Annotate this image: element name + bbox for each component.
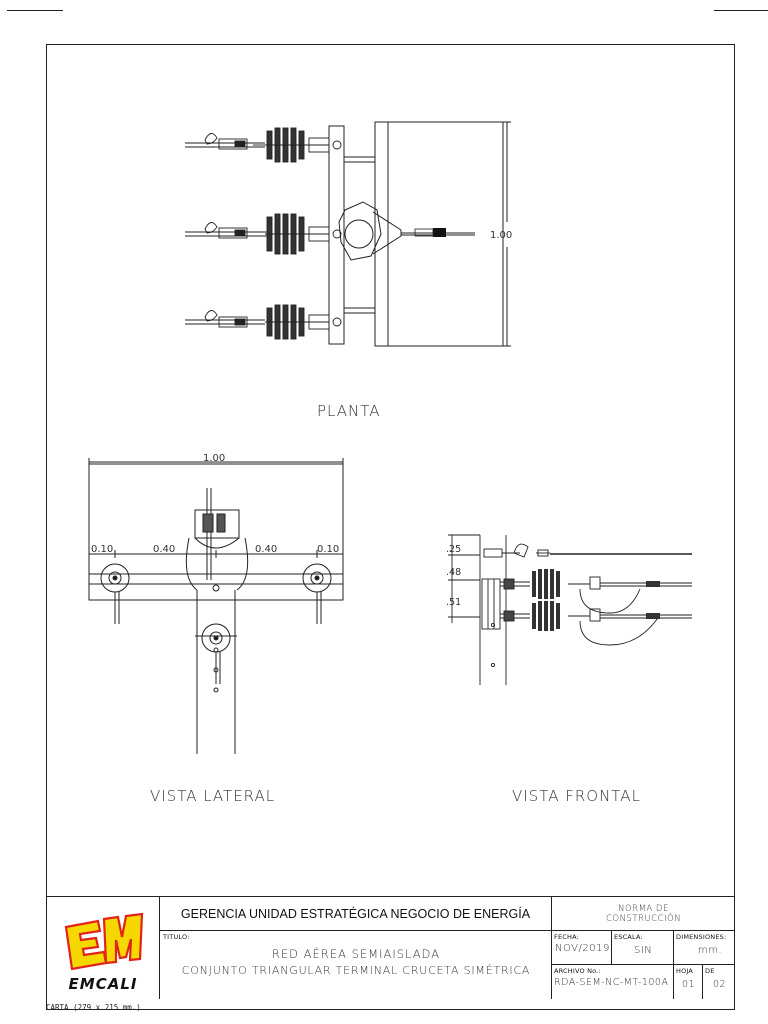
- fecha-label: FECHA:: [554, 933, 579, 941]
- norma-cell: NORMA DE CONSTRUCCIÓN: [552, 897, 735, 931]
- frontal-dim-bottom: .51: [446, 597, 461, 608]
- titulo-label: TITULO:: [163, 933, 190, 941]
- emcali-logo: EMCALI: [64, 912, 144, 993]
- dimensiones-cell: DIMENSIONES: mm.: [674, 931, 735, 965]
- vista-lateral-title: VISTA LATERAL: [150, 787, 276, 805]
- carta-size-note: CARTA (279 x 215 mm.): [46, 1003, 141, 1012]
- vista-lateral-drawing: 1.00 0.10 0.40 0.40 0.10: [88, 453, 344, 754]
- lateral-dim-right-span: 0.40: [255, 544, 277, 555]
- dimensiones-value: mm.: [698, 945, 723, 956]
- logo-cell: EMCALI: [46, 897, 160, 999]
- trim-mark-right: [714, 10, 768, 11]
- frontal-dim-mid: .48: [446, 567, 461, 578]
- lateral-dim-right-edge: 0.10: [317, 544, 339, 555]
- planta-dimension: 1.00: [490, 230, 512, 241]
- dimensiones-label: DIMENSIONES:: [676, 933, 727, 941]
- hoja-label: HOJA: [676, 967, 694, 975]
- lateral-dim-left-span: 0.40: [153, 544, 175, 555]
- lateral-dim-left-edge: 0.10: [91, 544, 113, 555]
- archivo-label: ARCHIVO No.:: [554, 967, 601, 975]
- gerencia-cell: GERENCIA UNIDAD ESTRATÉGICA NEGOCIO DE E…: [160, 897, 552, 931]
- vista-frontal-title: VISTA FRONTAL: [512, 787, 641, 805]
- hoja-cell: HOJA 01: [674, 965, 703, 999]
- norma-line2: CONSTRUCCIÓN: [605, 913, 682, 924]
- drawing-sheet: [46, 44, 735, 1010]
- title-block: EMCALI GERENCIA UNIDAD ESTRATÉGICA NEGOC…: [46, 896, 735, 999]
- de-cell: DE 02: [703, 965, 735, 999]
- logo-text: EMCALI: [69, 975, 138, 993]
- planta-title: PLANTA: [317, 402, 381, 420]
- de-value: 02: [713, 979, 727, 990]
- escala-label: ESCALA:: [614, 933, 643, 941]
- de-label: DE: [705, 967, 715, 975]
- frontal-dim-top: .25: [446, 544, 461, 555]
- titulo-line1: RED AÉREA SEMIAISLADA: [271, 947, 441, 961]
- fecha-value: NOV/2019: [555, 943, 610, 954]
- vista-frontal-drawing: .25 .48 .51: [446, 534, 692, 685]
- fecha-cell: FECHA: NOV/2019: [552, 931, 612, 965]
- archivo-cell: ARCHIVO No.: RDA-SEM-NC-MT-100A: [552, 965, 674, 999]
- escala-cell: ESCALA: SIN: [612, 931, 674, 965]
- titulo-line2: CONJUNTO TRIANGULAR TERMINAL CRUCETA SIM…: [181, 964, 531, 977]
- escala-value: SIN: [634, 945, 653, 956]
- archivo-value: RDA-SEM-NC-MT-100A: [554, 977, 669, 988]
- gerencia-text: GERENCIA UNIDAD ESTRATÉGICA NEGOCIO DE E…: [180, 906, 531, 921]
- norma-line1: NORMA DE: [618, 903, 669, 914]
- titulo-cell: TITULO: RED AÉREA SEMIAISLADA CONJUNTO T…: [160, 931, 552, 999]
- hoja-value: 01: [682, 979, 696, 990]
- trim-mark-left: [7, 10, 63, 11]
- lateral-dim-total: 1.00: [203, 453, 225, 464]
- planta-drawing: 1.00: [185, 121, 512, 347]
